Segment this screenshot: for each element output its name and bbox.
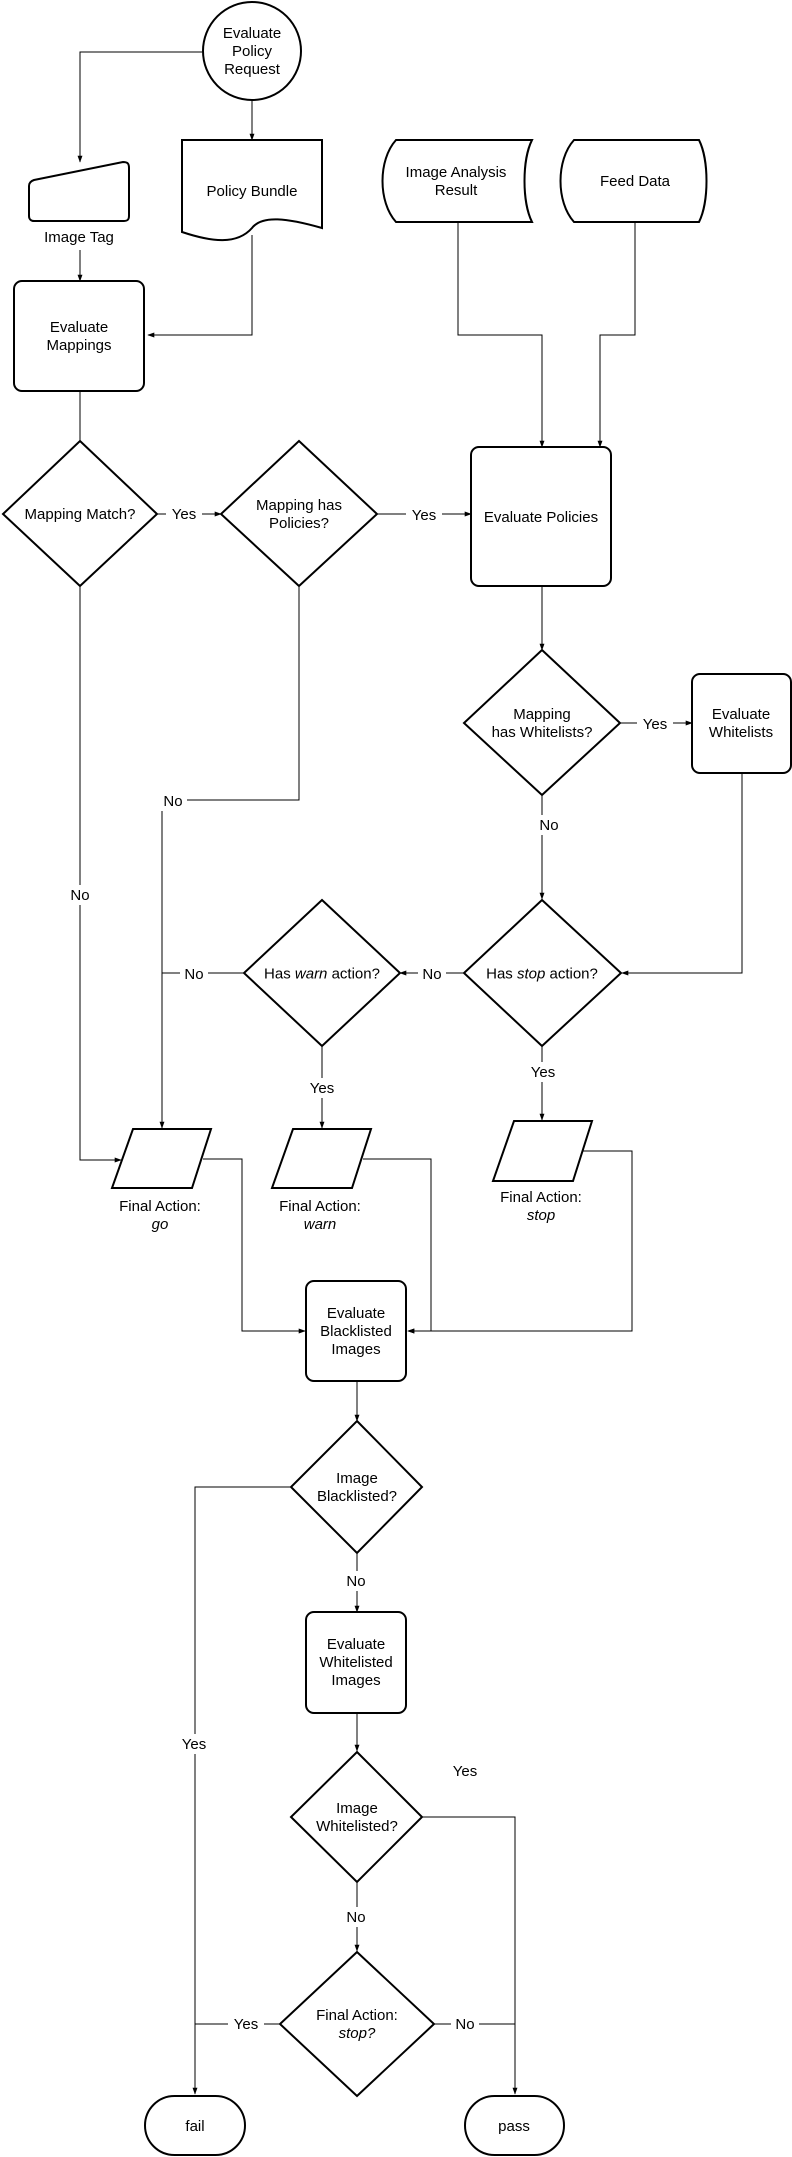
feed-data-label: Feed Data — [600, 173, 671, 190]
edge-stop-to-blacklist — [407, 1150, 633, 1334]
label-warn-yes: Yes — [310, 1080, 334, 1097]
evaluate-policies-label: Evaluate Policies — [484, 509, 598, 526]
fail-label: fail — [185, 2118, 204, 2135]
node-pass[interactable]: pass — [464, 2095, 565, 2156]
label-whitelisted-yes: Yes — [453, 1763, 477, 1780]
label-stop-yes: Yes — [531, 1064, 555, 1081]
edge-go-to-blacklist — [203, 1158, 306, 1334]
node-final-action-warn[interactable]: Final Action:warn — [270, 1128, 373, 1233]
final-action-warn-label: Final Action:warn — [279, 1198, 361, 1233]
policy-bundle-label: Policy Bundle — [207, 183, 298, 200]
node-mapping-match[interactable]: Mapping Match? — [1, 439, 159, 588]
label-whitelists-yes: Yes — [643, 716, 667, 733]
image-tag-label: Image Tag — [44, 229, 114, 246]
label-blacklisted-yes: Yes — [182, 1736, 206, 1753]
label-warn-no: No — [184, 966, 203, 983]
label-has-policies-no: No — [163, 793, 182, 810]
final-action-go-label: Final Action:go — [119, 1198, 201, 1233]
label-stop-no: No — [422, 966, 441, 983]
node-evaluate-policies[interactable]: Evaluate Policies — [470, 446, 612, 587]
node-image-tag[interactable]: Image Tag — [28, 160, 130, 246]
label-final-stop-no: No — [455, 2016, 474, 2033]
has-warn-action-label: Has warn action? — [264, 965, 380, 982]
connectors — [77, 51, 743, 2095]
edge-labels: Yes No Yes No Yes No No No Yes Yes No Ye… — [66, 504, 673, 2034]
edge-has-policies-no — [159, 586, 300, 1129]
label-final-stop-yes: Yes — [234, 2016, 258, 2033]
node-policy-bundle[interactable]: Policy Bundle — [181, 139, 323, 242]
edge-blacklisted-yes — [192, 1486, 291, 2095]
edge-evaluate-whitelists-to-stop — [621, 773, 743, 976]
node-has-stop-action[interactable]: Has stop action? — [462, 898, 623, 1048]
has-stop-action-label: Has stop action? — [486, 965, 598, 982]
edge-whitelisted-yes — [422, 1816, 518, 2095]
pass-label: pass — [498, 2118, 530, 2135]
label-mapping-match-yes: Yes — [172, 506, 196, 523]
edge-policy-bundle-to-mappings — [147, 235, 253, 338]
final-action-stop-label: Final Action:stop — [500, 1189, 582, 1224]
label-blacklisted-no: No — [346, 1573, 365, 1590]
label-mapping-match-no: No — [70, 887, 89, 904]
label-has-policies-yes: Yes — [412, 507, 436, 524]
node-final-action-go[interactable]: Final Action:go — [110, 1128, 213, 1233]
node-final-action-stop-decision[interactable]: Final Action:stop? — [278, 1950, 436, 2098]
node-fail[interactable]: fail — [144, 2095, 246, 2156]
edge-feed-to-policies — [597, 222, 636, 448]
node-feed-data[interactable]: Feed Data — [559, 139, 708, 223]
edge-match-no — [79, 586, 122, 1163]
final-action-stop-decision-label: Final Action:stop? — [316, 2007, 398, 2042]
edge-analysis-to-policies — [457, 222, 545, 448]
edge-request-to-image-tag — [77, 51, 202, 163]
label-whitelists-no: No — [539, 817, 558, 834]
mapping-match-label: Mapping Match? — [25, 506, 136, 523]
node-final-action-stop[interactable]: Final Action:stop — [491, 1120, 594, 1224]
label-whitelisted-no: No — [346, 1909, 365, 1926]
node-has-warn-action[interactable]: Has warn action? — [242, 898, 402, 1048]
